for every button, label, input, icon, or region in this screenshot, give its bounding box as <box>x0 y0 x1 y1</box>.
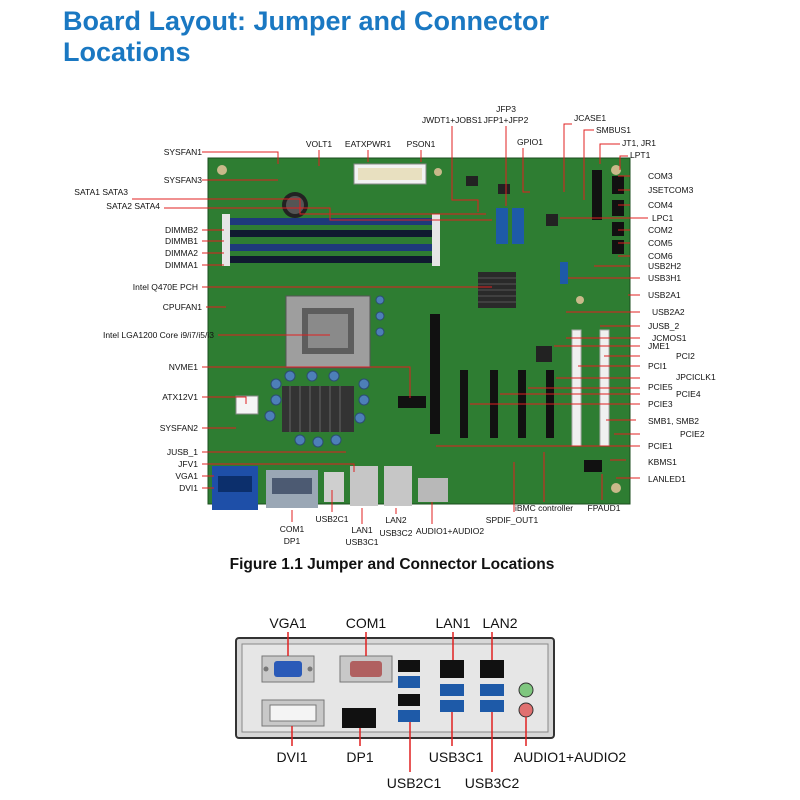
label-vga1: VGA1 <box>175 471 198 481</box>
page-title: Board Layout: Jumper and Connector Locat… <box>63 6 550 67</box>
label-jusb2: JUSB_2 <box>648 321 679 331</box>
label-com6: COM6 <box>648 251 673 261</box>
label-dimma1: DIMMA1 <box>165 260 198 270</box>
label-nvme1: NVME1 <box>169 362 199 372</box>
label-sysfan1: SYSFAN1 <box>164 147 203 157</box>
label-pci1: PCI1 <box>648 361 667 371</box>
label-jpciclk1: JPCICLK1 <box>676 372 716 382</box>
label-usb2a1: USB2A1 <box>648 290 681 300</box>
label-cpu: Intel LGA1200 Core i9/i7/i5/i3 <box>103 330 214 340</box>
label-usb2h2: USB2H2 <box>648 261 681 271</box>
label-com3: COM3 <box>648 171 673 181</box>
rear-label-usb2c1: USB2C1 <box>387 775 442 791</box>
label-smbus1: SMBUS1 <box>596 125 631 135</box>
label-jcase1: JCASE1 <box>574 113 606 123</box>
label-lan1: LAN1 <box>351 525 373 535</box>
label-spdif-out1: SPDIF_OUT1 <box>486 515 539 525</box>
label-dvi1: DVI1 <box>179 483 198 493</box>
label-usb2a2: USB2A2 <box>652 307 685 317</box>
label-lpc1: LPC1 <box>652 213 674 223</box>
rear-label-usb3c1: USB3C1 <box>429 749 484 765</box>
rear-label-usb3c2: USB3C2 <box>465 775 520 791</box>
label-audio1-audio2: AUDIO1+AUDIO2 <box>416 526 485 536</box>
label-cpufan1: CPUFAN1 <box>163 302 202 312</box>
rear-label-com1: COM1 <box>346 615 387 631</box>
rear-label-lan2: LAN2 <box>482 615 517 631</box>
label-dimmb1: DIMMB1 <box>165 236 198 246</box>
label-jwdt1: JWDT1+JOBS1 <box>422 115 482 125</box>
motherboard <box>207 157 631 510</box>
label-usb2c1: USB2C1 <box>315 514 348 524</box>
label-pson1: PSON1 <box>407 139 436 149</box>
label-jt1-jr1: JT1, JR1 <box>622 138 656 148</box>
label-kbms1: KBMS1 <box>648 457 677 467</box>
label-volt1: VOLT1 <box>306 139 333 149</box>
label-ibmc-controller: iBMC controller <box>515 503 573 513</box>
label-pcie5: PCIE5 <box>648 382 673 392</box>
figure-caption: Figure 1.1 Jumper and Connector Location… <box>229 556 555 573</box>
label-usb3c2: USB3C2 <box>379 528 412 538</box>
label-jfv1: JFV1 <box>178 459 198 469</box>
label-jfp1-jfp2: JFP1+JFP2 <box>484 115 529 125</box>
rear-label-vga1: VGA1 <box>269 615 307 631</box>
label-smb1-smb2: SMB1, SMB2 <box>648 416 699 426</box>
label-jfp3: JFP3 <box>496 104 516 114</box>
label-sata2-sata4: SATA2 SATA4 <box>106 201 160 211</box>
label-lpt1: LPT1 <box>630 150 651 160</box>
label-jsetcom3: JSETCOM3 <box>648 185 694 195</box>
label-com2: COM2 <box>648 225 673 235</box>
label-jcmos1: JCMOS1 <box>652 333 687 343</box>
label-dp1: DP1 <box>284 536 301 546</box>
rear-label-dvi1: DVI1 <box>276 749 307 765</box>
label-com4: COM4 <box>648 200 673 210</box>
rear-io-callouts <box>287 632 527 772</box>
callout-lines <box>132 123 648 524</box>
label-com1: COM1 <box>280 524 305 534</box>
rear-io-labels: VGA1 COM1 LAN1 LAN2 DVI1 DP1 USB3C1 AUDI… <box>269 615 626 791</box>
label-com5: COM5 <box>648 238 673 248</box>
rear-label-dp1: DP1 <box>346 749 373 765</box>
label-gpio1: GPIO1 <box>517 137 543 147</box>
label-atx12v1: ATX12V1 <box>162 392 198 402</box>
rear-label-audio1-audio2: AUDIO1+AUDIO2 <box>514 749 627 765</box>
label-eatxpwr1: EATXPWR1 <box>345 139 391 149</box>
label-sysfan3: SYSFAN3 <box>164 175 203 185</box>
label-sata1-sata3: SATA1 SATA3 <box>74 187 128 197</box>
label-pcie1: PCIE1 <box>648 441 673 451</box>
label-dimmb2: DIMMB2 <box>165 225 198 235</box>
rear-label-lan1: LAN1 <box>435 615 470 631</box>
label-jusb1: JUSB_1 <box>167 447 198 457</box>
label-pcie2: PCIE2 <box>680 429 705 439</box>
label-lanled1: LANLED1 <box>648 474 686 484</box>
label-usb3h1: USB3H1 <box>648 273 681 283</box>
label-sysfan2: SYSFAN2 <box>160 423 199 433</box>
board-labels: SYSFAN1 SYSFAN3 SATA1 SATA3 SATA2 SATA4 … <box>74 104 716 547</box>
label-pch: Intel Q470E PCH <box>133 282 198 292</box>
label-jme1: JME1 <box>648 341 670 351</box>
label-fpaud1: FPAUD1 <box>588 503 621 513</box>
label-usb3c1: USB3C1 <box>345 537 378 547</box>
label-dimma2: DIMMA2 <box>165 248 198 258</box>
label-pci2: PCI2 <box>676 351 695 361</box>
label-pcie3: PCIE3 <box>648 399 673 409</box>
rear-io-panel <box>235 637 555 739</box>
label-lan2: LAN2 <box>385 515 407 525</box>
label-pcie4: PCIE4 <box>676 389 701 399</box>
